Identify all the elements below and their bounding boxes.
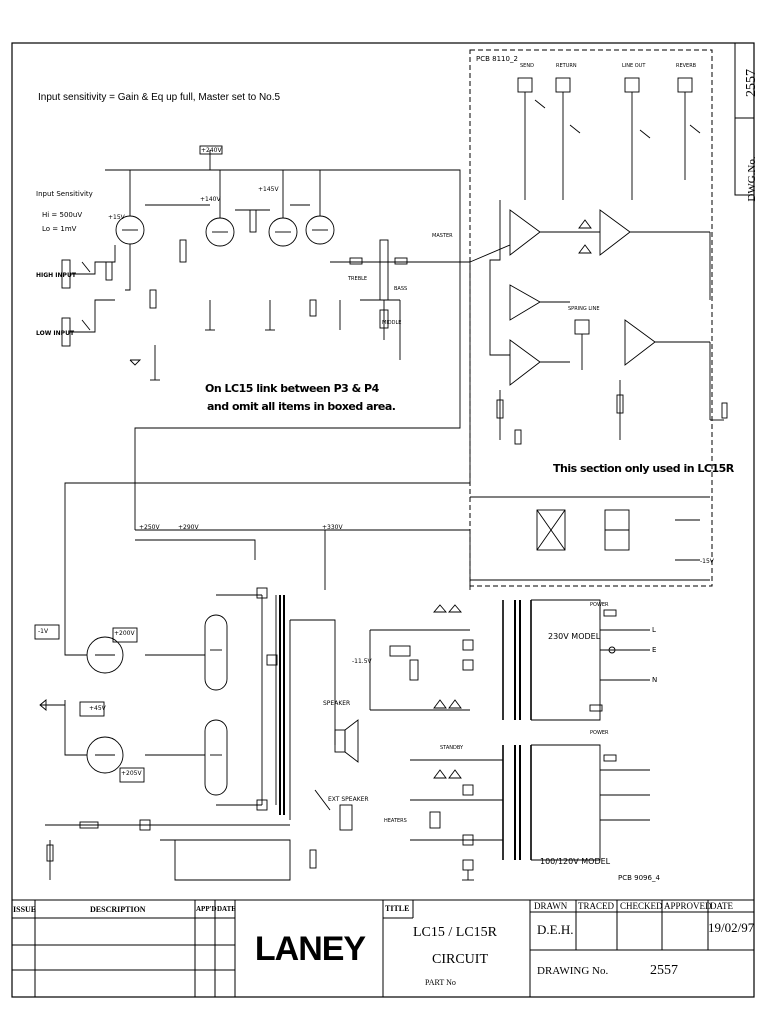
voltage-tag: +330V [322,524,343,531]
input-sensitivity-hi: Hi = 500uV [42,211,83,219]
tb-traced-label: TRACED [578,901,614,911]
middle-label: MIDDLE [382,320,402,326]
pcb-top-label: PCB 8110_2 [476,55,518,63]
tb-approved-label: APPROVED [664,901,712,911]
lc15r-boxed-area [469,49,713,587]
voltage-tag: +15V [108,214,125,221]
tb-date-header: DATE [217,905,236,913]
preamp-section [61,145,470,381]
tb-drawing-no-label: DRAWING No. [537,965,609,977]
lc15-link-note-1: On LC15 link between P3 & P4 [205,382,379,395]
standby-label: STANDBY [440,745,464,751]
mains-e-label: E [652,646,657,654]
drawing-title-line2: CIRCUIT [432,952,488,967]
tb-date-value: 19/02/97 [708,920,755,935]
drawing-title-line1: LC15 / LC15R [413,925,498,940]
voltage-tag: -15V [700,558,714,565]
spring-line-label: SPRING LINE [568,306,600,312]
low-input-label: LOW INPUT [36,330,75,337]
send-jack-label: SEND [520,63,534,69]
voltage-tag: +140V [200,196,221,203]
master-label: MASTER [432,233,453,239]
tb-description-header: DESCRIPTION [90,905,146,914]
model-100-label: 100/120V MODEL [540,857,611,866]
laney-logo: LANEY [254,930,366,968]
voltage-tag: -1V [38,628,49,635]
tb-drawing-no-value: 2557 [650,963,678,978]
heaters-label: HEATERS [384,818,407,824]
tb-appd-header: APP'D [196,905,217,913]
voltage-tag: +45V [89,705,106,712]
title-block-lines [12,899,754,997]
ext-speaker-label: EXT SPEAKER [328,796,369,803]
high-input-label: HIGH INPUT [36,272,76,279]
model-230-label: 230V MODEL [548,632,601,641]
voltage-tag: +200V [114,630,135,637]
input-sensitivity-title: Input Sensitivity [36,190,93,198]
lc15-link-note-2: and omit all items in boxed area. [207,400,396,413]
input-sensitivity-lo: Lo = 1mV [42,225,77,233]
reverb-jack-label: REVERB [676,63,697,69]
power-switch-label-1: POWER [590,602,609,608]
voltage-tag: +240V [201,147,222,154]
dwg-number-vertical: DWG.No. 2557 [738,45,764,202]
return-jack-label: RETURN [556,63,577,69]
input-sensitivity-note: Input sensitivity = Gain & Eq up full, M… [38,92,281,103]
tb-drawn-value: D.E.H. [537,922,574,937]
mains-l-label: L [652,626,656,634]
tb-drawn-label: DRAWN [534,901,568,911]
drawing-border [11,42,755,998]
power-amp-section [34,587,359,881]
voltage-tag: +205V [121,770,142,777]
pcb-bottom-label: PCB 9096_4 [618,874,660,882]
dwg-no-value: 2557 [744,69,759,97]
wiring [64,262,471,590]
tb-checked-label: CHECKED [620,901,663,911]
lc15r-only-note: This section only used in LC15R [553,462,734,475]
speaker-label: SPEAKER [323,700,351,707]
reverb-fx-section [469,77,728,581]
tb-issue-header: ISSUE [13,905,37,914]
dwg-number-box [734,42,755,196]
line-out-jack-label: LINE OUT [622,63,646,69]
voltage-tag: -11.5V [352,658,372,665]
voltage-tag: +290V [178,524,199,531]
tb-date-label: DATE [710,901,733,911]
bass-label: BASS [394,286,408,292]
mains-n-label: N [652,676,658,684]
psu-section [369,599,650,881]
power-switch-label-2: POWER [590,730,609,736]
dwg-no-label: DWG.No. [746,156,758,202]
tb-title-label: TITLE [385,904,410,913]
voltage-tag: +145V [258,186,279,193]
tb-part-no-label: PART No [425,978,456,987]
treble-label: TREBLE [348,276,368,282]
voltage-tag: +250V [139,524,160,531]
